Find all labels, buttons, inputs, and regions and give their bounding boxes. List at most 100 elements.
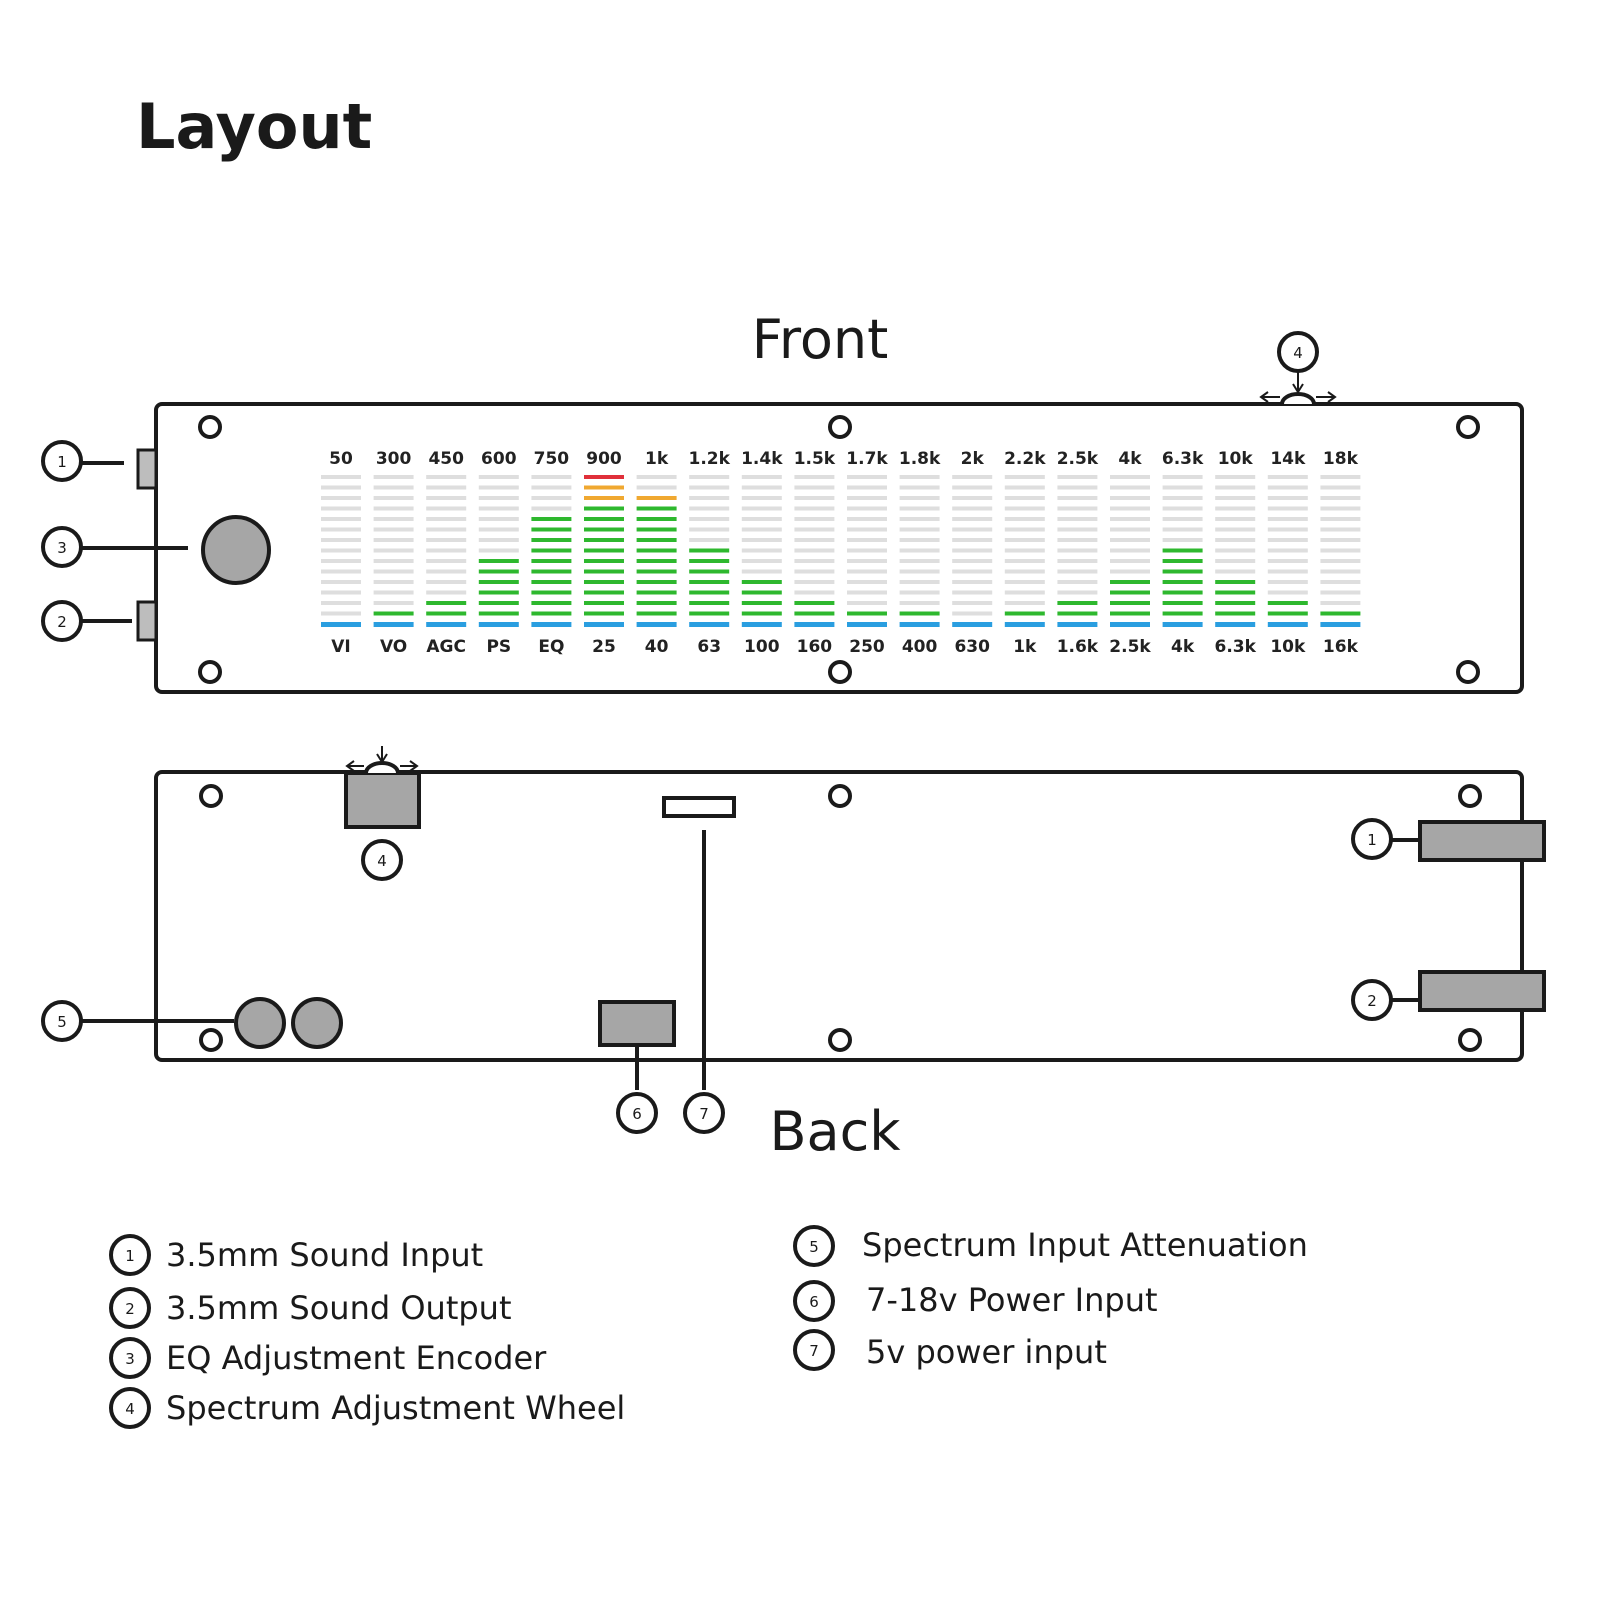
mounting-hole <box>199 1028 223 1052</box>
spectrum-off-segment <box>847 538 887 542</box>
spectrum-off-segment <box>321 517 361 521</box>
band-top-label: 10k <box>1218 449 1254 469</box>
svg-text:2: 2 <box>57 613 67 631</box>
spectrum-lit-segment <box>478 559 519 563</box>
spectrum-off-segment <box>1057 485 1098 490</box>
spectrum-off-segment <box>426 580 467 584</box>
front-panel: 1 3 2 4 50VI300VO450AGC600PS750EQ900251k… <box>41 331 1524 694</box>
spectrum-lit-segment <box>636 590 677 595</box>
spectrum-lit-segment <box>741 601 782 605</box>
spectrum-lit-segment <box>1267 601 1308 605</box>
spectrum-lit-segment <box>426 611 467 616</box>
spectrum-off-segment <box>1004 475 1045 479</box>
spectrum-off-segment <box>847 485 887 490</box>
spectrum-lit-segment <box>1110 580 1150 584</box>
back-callout-1: 1 <box>1351 818 1393 860</box>
spectrum-off-segment <box>1057 569 1098 574</box>
spectrum-off-segment <box>794 527 835 532</box>
spectrum-lit-segment <box>1057 601 1098 605</box>
mounting-hole <box>1458 784 1482 808</box>
svg-text:5: 5 <box>809 1238 819 1256</box>
spectrum-lit-segment <box>689 590 730 595</box>
spectrum-off-segment <box>321 485 361 490</box>
spectrum-baseline-segment <box>1110 622 1150 627</box>
spectrum-off-segment <box>689 485 730 490</box>
spectrum-off-segment <box>426 527 467 532</box>
spectrum-off-segment <box>899 506 940 511</box>
spectrum-lit-segment <box>478 601 519 605</box>
spectrum-lit-segment <box>531 527 572 532</box>
spectrum-off-segment <box>478 485 519 490</box>
band-top-label: 50 <box>329 449 353 469</box>
band-bottom-label: PS <box>486 637 511 657</box>
spectrum-baseline-segment <box>741 622 782 627</box>
spectrum-off-segment <box>794 548 835 553</box>
spectrum-off-segment <box>794 590 835 595</box>
band-top-label: 750 <box>534 449 570 469</box>
spectrum-lit-segment <box>584 601 624 605</box>
spectrum-lit-segment <box>584 506 624 511</box>
band-top-label: 6.3k <box>1162 449 1204 469</box>
band-top-label: 600 <box>481 449 517 469</box>
spectrum-lit-segment <box>689 611 730 616</box>
spectrum-off-segment <box>952 601 993 605</box>
spectrum-off-segment <box>794 559 835 563</box>
svg-text:1: 1 <box>125 1247 135 1265</box>
spectrum-off-segment <box>1110 548 1150 553</box>
svg-text:EQ Adjustment Encoder: EQ Adjustment Encoder <box>166 1339 547 1377</box>
spectrum-off-segment <box>1267 559 1308 563</box>
spectrum-off-segment <box>1215 569 1256 574</box>
mounting-hole <box>198 660 222 684</box>
spectrum-lit-segment <box>636 548 677 553</box>
spectrum-off-segment <box>794 569 835 574</box>
svg-text:3.5mm Sound Output: 3.5mm Sound Output <box>166 1289 512 1327</box>
back-callout-5: 5 <box>41 1000 83 1042</box>
spectrum-off-segment <box>899 527 940 532</box>
back-callout-4: 4 <box>361 839 403 881</box>
spectrum-off-segment <box>899 601 940 605</box>
spectrum-off-segment <box>426 485 467 490</box>
spectrum-off-segment <box>689 517 730 521</box>
front-sound-input-jack <box>136 448 158 490</box>
spectrum-lit-segment <box>584 527 624 532</box>
spectrum-off-segment <box>689 506 730 511</box>
spectrum-lit-segment <box>1162 559 1203 563</box>
spectrum-off-segment <box>1267 590 1308 595</box>
spectrum-off-segment <box>1110 569 1150 574</box>
spectrum-off-segment <box>1320 485 1361 490</box>
mounting-hole <box>199 784 223 808</box>
spectrum-lit-segment <box>636 601 677 605</box>
band-bottom-label: 63 <box>697 637 721 657</box>
spectrum-off-segment <box>1215 496 1256 500</box>
spectrum-off-segment <box>899 548 940 553</box>
band-bottom-label: 40 <box>645 637 669 657</box>
legend: 1 3.5mm Sound Input 2 3.5mm Sound Output… <box>109 1225 1308 1429</box>
spectrum-off-segment <box>426 496 467 500</box>
spectrum-off-segment <box>426 517 467 521</box>
spectrum-off-segment <box>1004 527 1045 532</box>
spectrum-baseline-segment <box>1057 622 1098 627</box>
back-callout-6: 6 <box>616 1092 658 1134</box>
spectrum-off-segment <box>899 569 940 574</box>
spectrum-off-segment <box>373 569 414 574</box>
band-bottom-label: 25 <box>592 637 616 657</box>
spectrum-off-segment <box>1215 538 1256 542</box>
spectrum-off-segment <box>1215 475 1256 479</box>
spectrum-off-segment <box>1004 538 1045 542</box>
front-callout-3: 3 <box>41 526 83 568</box>
spectrum-lit-segment <box>1162 569 1203 574</box>
back-sound-input-jack <box>1418 820 1546 862</box>
spectrum-lit-segment <box>531 590 572 595</box>
spectrum-lit-segment <box>636 538 677 542</box>
svg-text:4: 4 <box>125 1400 135 1418</box>
band-bottom-label: AGC <box>426 637 466 657</box>
svg-text:3: 3 <box>57 539 67 557</box>
spectrum-off-segment <box>1215 548 1256 553</box>
band-top-label: 2.5k <box>1057 449 1099 469</box>
spectrum-lit-segment <box>478 590 519 595</box>
band-top-label: 4k <box>1118 449 1142 469</box>
spectrum-lit-segment <box>584 580 624 584</box>
spectrum-lit-segment <box>689 548 730 553</box>
spectrum-lit-segment <box>794 611 835 616</box>
spectrum-off-segment <box>1057 559 1098 563</box>
